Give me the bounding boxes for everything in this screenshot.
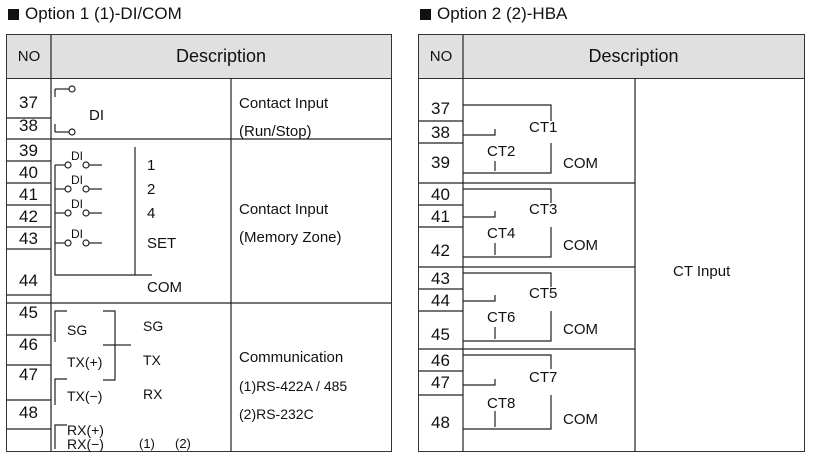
- comm-desc-line3: (2)RS-232C: [239, 406, 314, 422]
- di-zone-output-1: 1: [147, 157, 156, 174]
- row-number-43: 43: [19, 229, 38, 248]
- row-number-37: 37: [19, 93, 38, 112]
- ct3-label: CT3: [529, 201, 558, 218]
- com-label-3: COM: [563, 321, 598, 338]
- row-number-40: 40: [431, 185, 450, 204]
- ct-input-description: CT Input: [673, 263, 731, 280]
- option1-header-no: NO: [17, 48, 41, 65]
- option1-header: [7, 35, 391, 79]
- option2-header: [419, 35, 804, 79]
- option2-table: NO Description: [418, 34, 805, 452]
- row-number-43: 43: [431, 269, 450, 288]
- comm-option-1: (1): [139, 436, 155, 451]
- ct6-label: CT6: [487, 309, 516, 326]
- di-run-label: DI: [89, 107, 104, 124]
- option1-title: Option 1 (1)-DI/COM: [8, 4, 182, 24]
- row-number-38: 38: [431, 123, 450, 142]
- option2-title: Option 2 (2)-HBA: [420, 4, 567, 24]
- com-label-1: COM: [563, 155, 598, 172]
- comm-left-tx-plus: TX(+): [67, 354, 103, 370]
- row-number-44: 44: [19, 271, 38, 290]
- row-number-46: 46: [19, 335, 38, 354]
- com-label-4: COM: [563, 411, 598, 428]
- row-number-44: 44: [431, 291, 450, 310]
- option2-wiring: [419, 35, 636, 451]
- di-zone-label-1: DI: [71, 149, 83, 163]
- row-number-42: 42: [19, 207, 38, 226]
- row-number-41: 41: [19, 185, 38, 204]
- row-number-47: 47: [431, 373, 450, 392]
- row-number-46: 46: [431, 351, 450, 370]
- row-number-47: 47: [19, 365, 38, 384]
- row-number-39: 39: [431, 153, 450, 172]
- di-zone-output-4: 4: [147, 205, 156, 222]
- di-run-desc-line1: Contact Input: [239, 95, 329, 112]
- comm-left-rx-plus: RX(+): [67, 422, 104, 438]
- comm-desc-line2: (1)RS-422A / 485: [239, 378, 348, 394]
- ct8-label: CT8: [487, 395, 516, 412]
- row-number-45: 45: [431, 325, 450, 344]
- di-zone-output-set: SET: [147, 235, 177, 252]
- row-number-39: 39: [19, 141, 38, 160]
- row-number-45: 45: [19, 303, 38, 322]
- di-run-desc-line2: (Run/Stop): [239, 123, 312, 140]
- row-number-40: 40: [19, 163, 38, 182]
- ct4-label: CT4: [487, 225, 516, 242]
- di-zone-desc-line2: (Memory Zone): [239, 229, 342, 246]
- comm-right-tx: TX: [143, 352, 161, 368]
- row-number-37: 37: [431, 99, 450, 118]
- di-zone-label-3: DI: [71, 197, 83, 211]
- di-zone-label-2: DI: [71, 173, 83, 187]
- comm-left-tx-minus: TX(−): [67, 388, 103, 404]
- option1-table: NO Description: [6, 34, 392, 452]
- comm-option-2: (2): [175, 436, 191, 451]
- com-label-2: COM: [563, 237, 598, 254]
- comm-right-sg: SG: [143, 318, 164, 334]
- option2-header-no: NO: [429, 48, 453, 65]
- row-number-48: 48: [431, 413, 450, 432]
- ct1-label: CT1: [529, 119, 558, 136]
- di-zone-output-2: 2: [147, 181, 156, 198]
- ct7-label: CT7: [529, 369, 558, 386]
- option1-header-description: Description: [175, 46, 267, 66]
- comm-desc-line1: Communication: [239, 349, 344, 366]
- comm-right-rx: RX: [143, 386, 163, 402]
- square-bullet-icon: [8, 8, 19, 20]
- option1-wiring: [7, 35, 391, 451]
- row-number-38: 38: [19, 116, 38, 135]
- row-number-42: 42: [431, 241, 450, 260]
- option2-header-description: Description: [588, 46, 679, 66]
- row-number-48: 48: [19, 403, 38, 422]
- ct5-label: CT5: [529, 285, 558, 302]
- comm-left-sg: SG: [67, 322, 88, 338]
- ct2-label: CT2: [487, 143, 516, 160]
- square-bullet-icon: [420, 8, 431, 20]
- row-number-41: 41: [431, 207, 450, 226]
- di-zone-com: COM: [147, 279, 182, 296]
- di-zone-desc-line1: Contact Input: [239, 201, 329, 218]
- di-zone-label-4: DI: [71, 227, 83, 241]
- comm-left-rx-minus: RX(−): [67, 436, 104, 452]
